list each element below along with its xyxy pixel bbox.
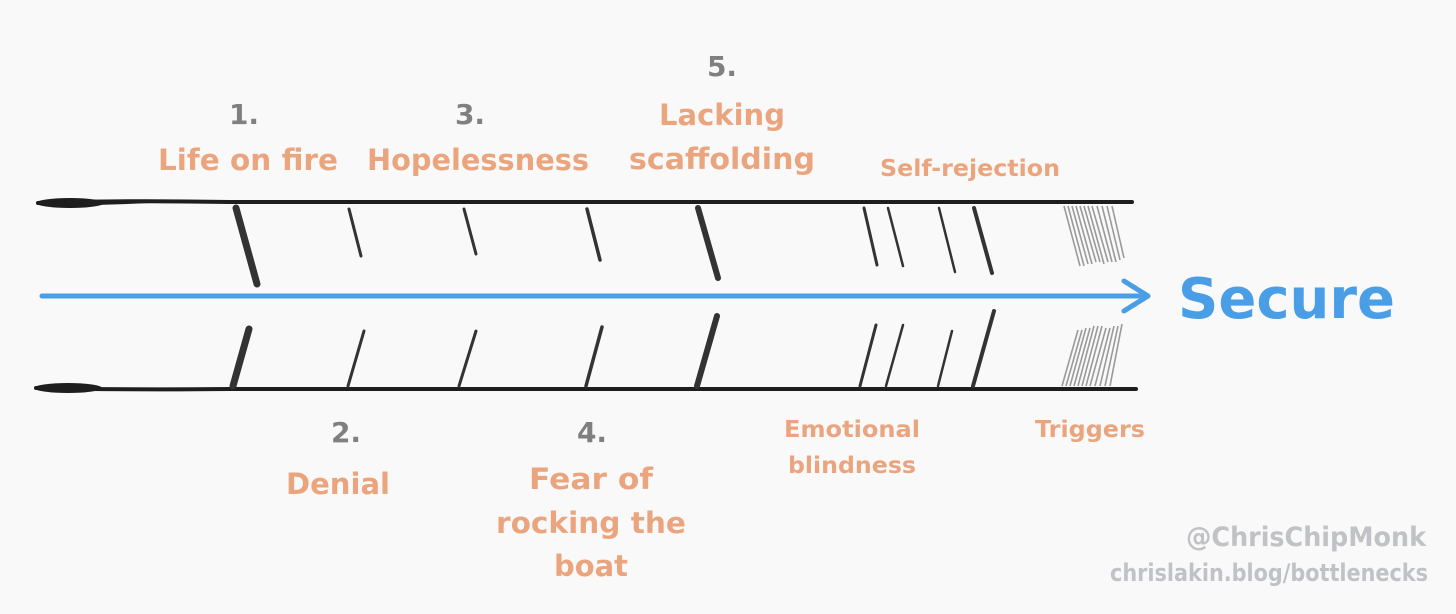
tick-stage-4-bottom	[584, 325, 604, 388]
emotional-blindness-label-line-2: blindness	[788, 453, 916, 479]
stage-4-number: 4.	[577, 416, 607, 449]
tick-stage-5-top	[695, 205, 721, 281]
top-ticks	[232, 204, 994, 288]
stage-1-label: Life on fire	[158, 143, 338, 177]
stage-5-label-line-2: scaffolding	[629, 142, 815, 176]
bottom-trigger-hatch	[1061, 323, 1123, 387]
emotional-blindness-label-line-1: Emotional	[784, 417, 920, 443]
stage-4-label-line-2: rocking the	[496, 506, 686, 540]
tick-self-rejection-d	[972, 206, 994, 275]
arrow-head	[1121, 278, 1151, 314]
top-rail	[36, 198, 1134, 208]
tick-stage-4-top	[585, 207, 602, 262]
tick-stage-1-top	[232, 204, 261, 288]
goal-label: Secure	[1178, 267, 1395, 332]
tick-self-rejection-c	[937, 206, 957, 274]
stage-1-number: 1.	[229, 98, 259, 131]
stage-4-label-line-1: Fear of	[529, 462, 653, 496]
stage-3-label: Hopelessness	[367, 143, 589, 177]
stage-2-label: Denial	[286, 467, 390, 501]
credit-url: chrislakin.blog/bottlenecks	[1110, 559, 1428, 587]
stage-2-number: 2.	[331, 416, 361, 449]
progress-arrow	[39, 278, 1151, 314]
tick-stage-5-bottom	[694, 313, 720, 389]
tick-stage-1-bottom	[229, 325, 253, 390]
stage-5-number: 5.	[707, 50, 737, 83]
stage-5-label-line-1: Lacking	[659, 98, 785, 132]
tick-emotional-blindness-b	[884, 323, 905, 388]
self-rejection-label: Self-rejection	[880, 156, 1060, 182]
bottom-rail	[34, 383, 1138, 393]
tick-emotional-blindness-a	[858, 323, 878, 388]
tick-emotional-blindness-c	[936, 329, 954, 388]
tick-stage-3-bottom	[457, 329, 478, 388]
stage-4-label-line-3: boat	[554, 549, 628, 583]
tick-emotional-blindness-d	[971, 309, 996, 388]
stage-3-number: 3.	[455, 98, 485, 131]
credit-handle: @ChrisChipMonk	[1186, 522, 1427, 553]
tick-stage-2-top	[347, 207, 363, 258]
tick-stage-2-bottom	[346, 329, 366, 388]
triggers-label: Triggers	[1035, 417, 1145, 443]
tick-self-rejection-b	[886, 206, 905, 268]
bottom-ticks	[229, 309, 996, 390]
tick-self-rejection-a	[862, 206, 879, 267]
tick-stage-3-top	[462, 207, 478, 256]
top-trigger-hatch	[1063, 205, 1125, 267]
